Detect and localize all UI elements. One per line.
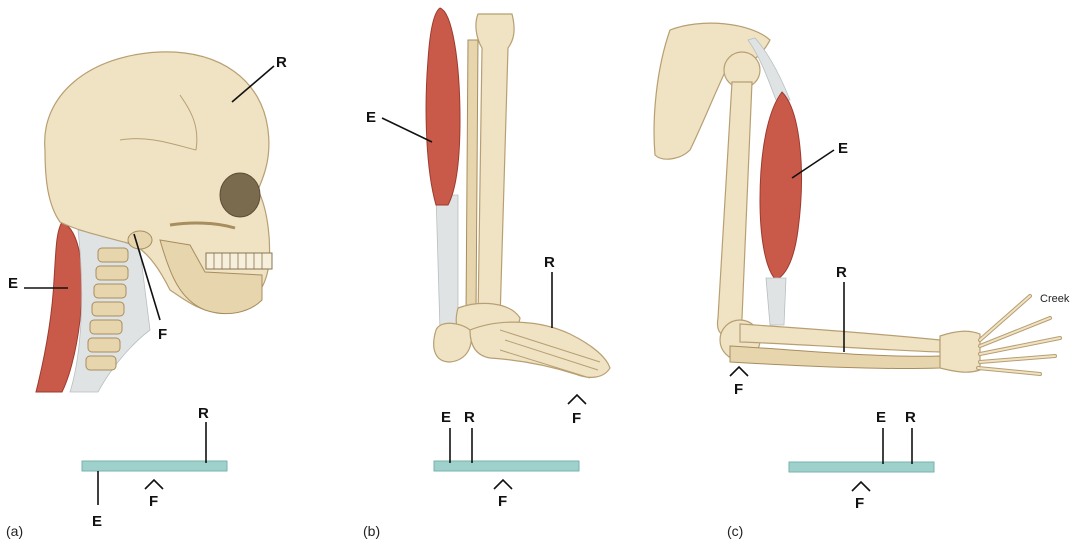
panel-c-caption: (c)	[727, 523, 743, 539]
lever-c-effort-label: E	[876, 409, 886, 426]
biceps	[760, 92, 801, 280]
lever-b-fulcrum-label: F	[498, 493, 507, 510]
panel-a-lever: R E F	[82, 405, 227, 530]
lever-b-effort-label: E	[441, 409, 451, 426]
fulcrum-marker	[852, 482, 870, 491]
foot-bones	[470, 322, 610, 377]
lever-c-fulcrum-label: F	[855, 495, 864, 512]
panel-b: E R F E R F (b)	[363, 8, 610, 539]
panel-a: R E F R E F (a)	[6, 52, 287, 539]
panel-c-lever: E R F	[789, 409, 934, 512]
panel-b-resistance-label: R	[544, 254, 555, 271]
panel-b-lever: E R F	[434, 409, 579, 510]
leg-illustration	[426, 8, 610, 378]
humerus	[717, 82, 752, 336]
panel-a-caption: (a)	[6, 523, 23, 539]
panel-a-resistance-label: R	[276, 54, 287, 71]
panel-b-caption: (b)	[363, 523, 380, 539]
neck-muscle	[36, 222, 82, 392]
watermark: Creek	[1040, 293, 1070, 305]
radius	[740, 324, 940, 352]
fulcrum-marker	[568, 395, 586, 404]
panel-a-fulcrum-label: F	[158, 326, 167, 343]
fulcrum-marker	[145, 480, 163, 489]
lever-c-resistance-label: R	[905, 409, 916, 426]
lever-a-effort-label: E	[92, 513, 102, 530]
fulcrum-marker	[730, 367, 748, 376]
panel-b-effort-label: E	[366, 109, 376, 126]
skull-illustration	[36, 52, 272, 392]
fibula	[466, 40, 478, 315]
lever-b-resistance-label: R	[464, 409, 475, 426]
lever-a-fulcrum-label: F	[149, 493, 158, 510]
panel-c: Creek E R F E R F (c)	[654, 23, 1070, 539]
calf-muscle	[426, 8, 460, 205]
panel-c-resistance-label: R	[836, 264, 847, 281]
lever-bar	[434, 461, 579, 471]
panel-a-effort-label: E	[8, 275, 18, 292]
fulcrum-marker	[494, 480, 512, 489]
panel-b-fulcrum-label: F	[572, 410, 581, 427]
tibia	[476, 14, 514, 320]
panel-c-effort-label: E	[838, 140, 848, 157]
calcaneus	[434, 323, 472, 362]
lever-a-resistance-label: R	[198, 405, 209, 422]
hand-bones	[940, 331, 980, 372]
panel-c-fulcrum-label: F	[734, 381, 743, 398]
arm-illustration	[654, 23, 1060, 374]
